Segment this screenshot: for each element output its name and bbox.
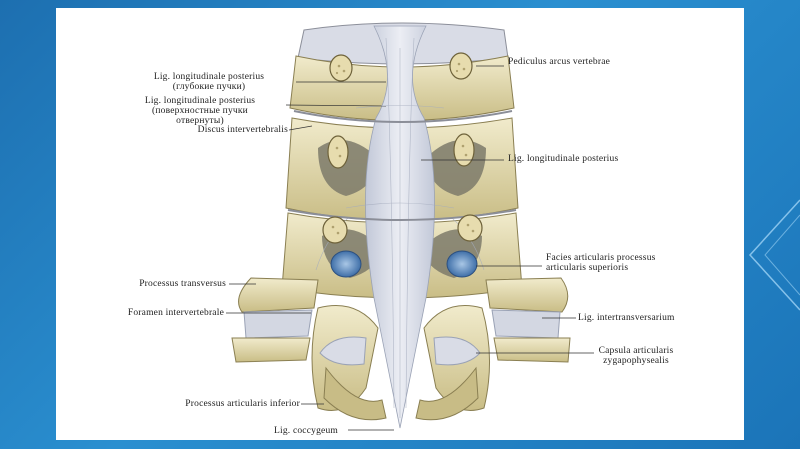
label-facies-line1: Facies articularis processus bbox=[546, 253, 656, 263]
facet-right bbox=[446, 250, 478, 278]
pedicle-sections bbox=[322, 52, 483, 244]
label-facies-line2: articularis superioris bbox=[546, 263, 629, 273]
leader-lines bbox=[226, 65, 594, 431]
disc-line-2 bbox=[287, 209, 517, 221]
label-capsula: Capsula articularis zygapophysealis bbox=[576, 346, 696, 366]
intertransverse-left bbox=[243, 309, 313, 339]
disc-line-1 bbox=[293, 110, 513, 123]
spine-illustration bbox=[226, 22, 594, 431]
label-facies: Facies articularis processus articularis… bbox=[546, 253, 656, 273]
capsule-left bbox=[319, 336, 367, 366]
label-pediculus: Pediculus arcus vertebrae bbox=[508, 57, 611, 67]
label-capsula-line1: Capsula articularis bbox=[598, 346, 674, 356]
anatomy-figure: Pediculus arcus vertebrae Lig. longitudi… bbox=[56, 8, 744, 440]
slide-decoration bbox=[748, 199, 800, 311]
label-lig-deep: Lig. longitudinale posterius (глубокие п… bbox=[124, 72, 294, 92]
label-processus-transversus: Processus transversus bbox=[139, 279, 226, 289]
intertransverse-right bbox=[491, 309, 561, 339]
label-lig-posterior-right: Lig. longitudinale posterius bbox=[508, 154, 619, 164]
label-lig-deep-line1: Lig. longitudinale posterius bbox=[153, 72, 265, 82]
label-lig-coccygeum: Lig. coccygeum bbox=[274, 426, 338, 436]
label-foramen: Foramen intervertebrale bbox=[127, 308, 224, 318]
label-capsula-line2: zygapophysealis bbox=[603, 356, 669, 366]
label-lig-surface-line1: Lig. longitudinale posterius bbox=[144, 96, 256, 106]
transverse-left bbox=[238, 277, 319, 313]
label-lig-surface: Lig. longitudinale posterius (поверхност… bbox=[114, 96, 286, 126]
label-lig-deep-line2: (глубокие пучки) bbox=[172, 82, 246, 92]
label-lig-surface-line3: отвернуты) bbox=[176, 116, 224, 126]
transverse-right bbox=[485, 277, 569, 313]
label-lig-surface-line2: (поверхностные пучки bbox=[152, 106, 248, 116]
label-lig-intertransversarium: Lig. intertransversarium bbox=[578, 313, 675, 323]
label-discus: Discus intervertebralis bbox=[197, 125, 288, 135]
label-processus-articularis-inferior: Processus articularis inferior bbox=[185, 399, 300, 409]
facet-left bbox=[330, 250, 362, 278]
